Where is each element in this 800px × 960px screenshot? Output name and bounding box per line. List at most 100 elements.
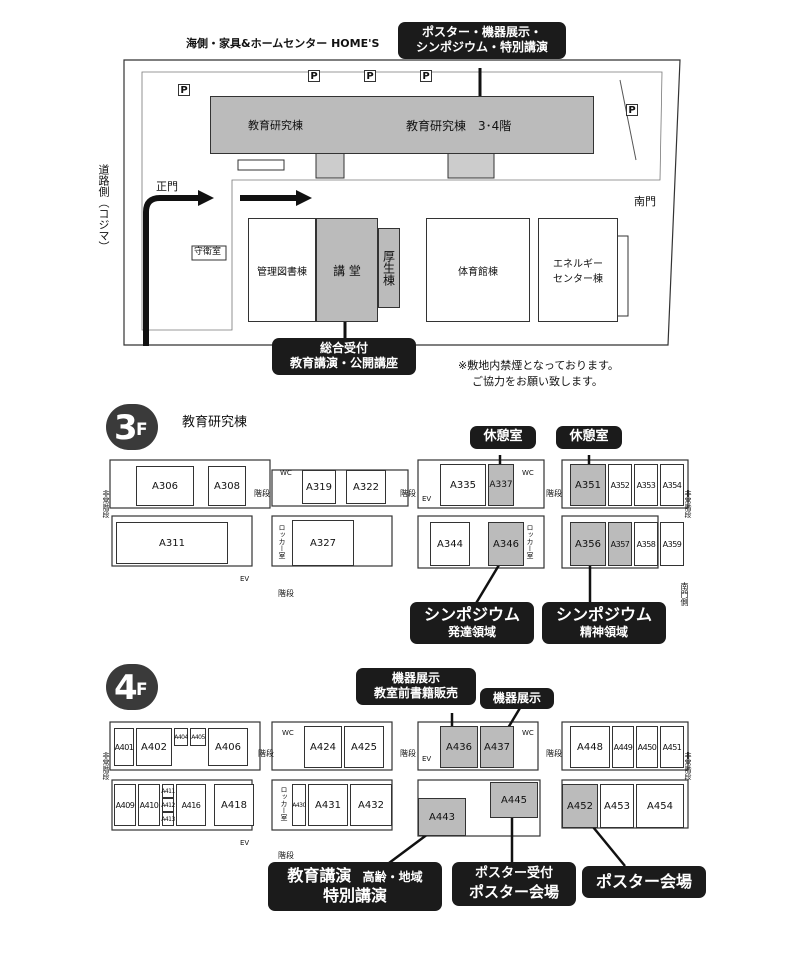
- room-a410: A410: [138, 784, 160, 826]
- room-a418: A418: [214, 784, 254, 826]
- locker-room-label: ロッカー室: [280, 786, 288, 821]
- locker-room-label: ロッカー室: [526, 524, 534, 559]
- guard-room-label: 守衛室: [194, 247, 222, 257]
- parking-sign: P: [626, 104, 638, 116]
- equipment-books-callout: 機器展示 教室前書籍販売: [356, 668, 476, 705]
- no-smoking-notice-2: ご協力をお願い致します。: [472, 375, 603, 388]
- locker-room-label: ロッカー室: [278, 524, 286, 559]
- south-gate-label: 南門: [634, 195, 656, 208]
- ev-label: EV: [240, 839, 250, 847]
- main-gate-label: 正門: [156, 180, 178, 193]
- research-building-label: 教育研究棟: [248, 119, 303, 132]
- research-building: [210, 96, 594, 154]
- room-a337: A337: [488, 464, 514, 506]
- library-building: 管理図書棟: [248, 218, 316, 322]
- room-a356: A356: [570, 522, 606, 566]
- room-a327: A327: [292, 520, 354, 566]
- room-a443: A443: [418, 798, 466, 836]
- floor3-building-label: 教育研究棟: [182, 415, 248, 430]
- poster-venue-callout: ポスター会場: [582, 866, 706, 899]
- room-a353: A353: [634, 464, 658, 506]
- research-building-floors-label: 教育研究棟 3･4階: [406, 119, 512, 133]
- rest-room-callout-1: 休憩室: [470, 426, 536, 449]
- floor4-badge: 4 F: [106, 664, 158, 710]
- room-a351: A351: [570, 464, 606, 506]
- room-a357: A357: [608, 522, 632, 566]
- south-gate-side-label: 南門側: [680, 582, 689, 606]
- room-a449: A449: [612, 726, 634, 768]
- road-side-label: 道路側（コジマ）: [97, 164, 110, 252]
- room-a452: A452: [562, 784, 598, 828]
- room-a453: A453: [600, 784, 634, 828]
- room-a425: A425: [344, 726, 384, 768]
- energy-center-building: エネルギー センター棟: [538, 218, 618, 322]
- room-a306: A306: [136, 466, 194, 506]
- room-a430: A430: [292, 784, 306, 826]
- floor3-badge: 3 F: [106, 404, 158, 450]
- room-a432: A432: [350, 784, 392, 826]
- stairs-label: 階段: [254, 489, 270, 498]
- ev-label: EV: [422, 495, 432, 503]
- ev-label: EV: [422, 755, 432, 763]
- room-a402: A402: [136, 728, 172, 766]
- stairs-label: 階段: [278, 851, 294, 860]
- room-a359: A359: [660, 522, 684, 566]
- room-a401: A401: [114, 728, 134, 766]
- room-a308: A308: [208, 466, 246, 506]
- room-a358: A358: [634, 522, 658, 566]
- room-a413: A413: [161, 812, 175, 826]
- room-a450: A450: [636, 726, 658, 768]
- reception-callout: 総合受付 教育講演・公開講座: [272, 338, 416, 375]
- stairs-label: 階段: [278, 589, 294, 598]
- wc-label: WC: [280, 469, 292, 477]
- room-a405: A405: [190, 728, 206, 746]
- wc-label: WC: [522, 469, 534, 477]
- room-a319: A319: [302, 470, 336, 504]
- room-a404: A404: [174, 728, 188, 746]
- room-a344: A344: [430, 522, 470, 566]
- rest-room-callout-2: 休憩室: [556, 426, 622, 449]
- room-a416: A416: [176, 784, 206, 826]
- auditorium-building: 講 堂: [316, 218, 378, 322]
- room-a406: A406: [208, 728, 248, 766]
- room-a411: A411: [161, 784, 175, 798]
- room-a445: A445: [490, 782, 538, 818]
- room-a448: A448: [570, 726, 610, 768]
- no-smoking-notice-1: ※敷地内禁煙となっております。: [458, 359, 619, 372]
- poster-reception-callout: ポスター受付 ポスター会場: [452, 862, 576, 906]
- room-a346: A346: [488, 522, 524, 566]
- room-a311: A311: [116, 522, 228, 564]
- room-a437: A437: [480, 726, 514, 768]
- room-a352: A352: [608, 464, 632, 506]
- parking-sign: P: [308, 70, 320, 82]
- symposium-mental-callout: シンポジウム 精神領域: [542, 602, 666, 644]
- room-a412: A412: [161, 798, 175, 812]
- room-a322: A322: [346, 470, 386, 504]
- room-a335: A335: [440, 464, 486, 506]
- parking-sign: P: [178, 84, 190, 96]
- room-a431: A431: [308, 784, 348, 826]
- emergency-stairs-label: 非常階段: [102, 752, 110, 780]
- room-a451: A451: [660, 726, 684, 768]
- gym-building: 体育館棟: [426, 218, 530, 322]
- poster-symposium-callout: ポスター・機器展示・ シンポジウム・特別講演: [398, 22, 566, 59]
- parking-sign: P: [364, 70, 376, 82]
- room-a409: A409: [114, 784, 136, 826]
- top-neighbor-label: 海側・家具&ホームセンター HOME'S: [186, 37, 380, 50]
- stairs-label: 階段: [258, 749, 274, 758]
- equipment-callout: 機器展示: [480, 688, 554, 710]
- parking-sign: P: [420, 70, 432, 82]
- wc-label: WC: [282, 729, 294, 737]
- stairs-label: 階段: [400, 489, 416, 498]
- education-lecture-callout: 教育講演 高齢・地域 特別講演: [268, 862, 442, 911]
- emergency-stairs-label: 非常階段: [684, 490, 692, 518]
- welfare-building: 厚生棟: [378, 228, 400, 308]
- stairs-label: 階段: [546, 489, 562, 498]
- room-a454: A454: [636, 784, 684, 828]
- room-a436: A436: [440, 726, 478, 768]
- room-a354: A354: [660, 464, 684, 506]
- emergency-stairs-label: 非常階段: [684, 752, 692, 780]
- ev-label: EV: [240, 575, 250, 583]
- stairs-label: 階段: [546, 749, 562, 758]
- emergency-stairs-label: 非常階段: [102, 490, 110, 518]
